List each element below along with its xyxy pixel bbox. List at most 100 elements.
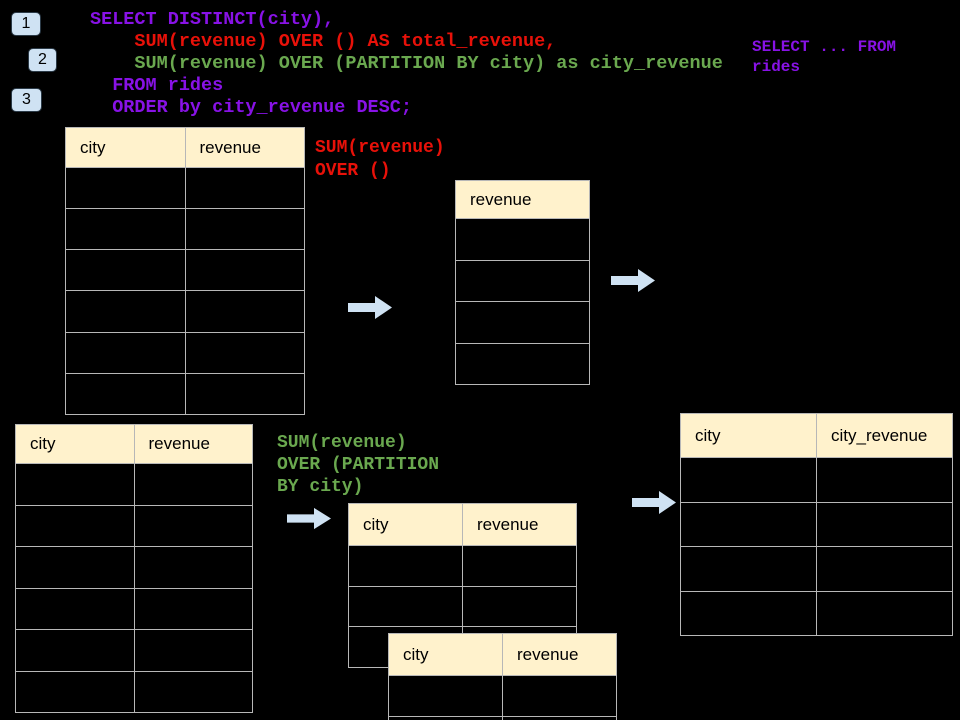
table-row bbox=[455, 301, 590, 344]
code-line: FROM rides bbox=[90, 75, 224, 96]
column-header: city bbox=[65, 127, 186, 168]
empty-cell bbox=[816, 546, 953, 592]
empty-cell bbox=[133, 587, 253, 630]
table-row bbox=[348, 585, 577, 628]
empty-cell bbox=[65, 249, 186, 292]
table-row bbox=[15, 629, 253, 672]
empty-cell bbox=[455, 301, 590, 344]
empty-cell bbox=[455, 342, 590, 385]
column-header: revenue bbox=[462, 503, 577, 546]
table-row bbox=[65, 331, 305, 374]
column-header: revenue bbox=[133, 424, 253, 464]
column-header: city bbox=[348, 503, 463, 546]
empty-cell bbox=[184, 249, 305, 292]
empty-cell bbox=[65, 372, 186, 416]
table-row bbox=[348, 545, 577, 587]
empty-cell bbox=[680, 501, 817, 547]
empty-cell bbox=[65, 208, 186, 251]
table-row bbox=[455, 342, 590, 385]
empty-cell bbox=[133, 546, 253, 589]
table-header-row: revenue bbox=[455, 180, 590, 219]
empty-cell bbox=[388, 675, 503, 717]
empty-cell bbox=[502, 675, 617, 717]
table-row bbox=[455, 259, 590, 302]
table-row bbox=[680, 501, 953, 547]
empty-cell bbox=[133, 504, 253, 547]
table-row bbox=[680, 590, 953, 636]
label-line: OVER (PARTITION bbox=[277, 455, 440, 475]
empty-cell bbox=[816, 590, 953, 636]
table-row bbox=[15, 587, 253, 630]
code-line: SUM(revenue) OVER (PARTITION BY city) as… bbox=[90, 53, 723, 74]
empty-cell bbox=[15, 504, 135, 547]
empty-cell bbox=[462, 585, 577, 628]
column-header: revenue bbox=[502, 633, 617, 676]
empty-cell bbox=[502, 715, 617, 720]
arrow-right-icon bbox=[287, 507, 332, 530]
code-line: SELECT DISTINCT(city), bbox=[90, 9, 335, 30]
table-row bbox=[455, 218, 590, 261]
column-header: city bbox=[388, 633, 503, 676]
column-header: city bbox=[680, 413, 817, 458]
empty-cell bbox=[462, 545, 577, 587]
table-row bbox=[680, 546, 953, 592]
empty-cell bbox=[455, 218, 590, 261]
column-header: city_revenue bbox=[816, 413, 953, 458]
arrow-right-icon bbox=[348, 295, 393, 320]
table-row bbox=[15, 463, 253, 506]
step-badge-3: 3 bbox=[11, 88, 42, 112]
step-badge-1: 1 bbox=[11, 12, 41, 36]
column-header: revenue bbox=[184, 127, 305, 168]
empty-cell bbox=[680, 590, 817, 636]
table-row bbox=[680, 457, 953, 503]
label-line: SUM(revenue) bbox=[277, 433, 407, 453]
empty-cell bbox=[184, 290, 305, 333]
empty-cell bbox=[133, 670, 253, 713]
step-badge-1-label: 1 bbox=[21, 15, 31, 32]
annotation-total-revenue: SUM(revenue)OVER () bbox=[315, 137, 445, 183]
empty-cell bbox=[680, 546, 817, 592]
empty-cell bbox=[455, 259, 590, 302]
side-note-select-from-rides: SELECT ... FROM rides bbox=[752, 37, 896, 77]
empty-cell bbox=[816, 501, 953, 547]
empty-cell bbox=[348, 585, 463, 628]
empty-cell bbox=[680, 457, 817, 503]
empty-cell bbox=[184, 372, 305, 416]
label-line: BY city) bbox=[277, 477, 364, 497]
column-header: revenue bbox=[455, 180, 590, 219]
table-row bbox=[388, 715, 617, 720]
empty-cell bbox=[388, 715, 503, 720]
label-line: rides bbox=[752, 58, 801, 76]
table-row bbox=[65, 290, 305, 333]
table-row bbox=[65, 372, 305, 416]
table-row bbox=[65, 249, 305, 292]
empty-cell bbox=[15, 546, 135, 589]
label-line: SELECT ... FROM bbox=[752, 38, 897, 56]
table-row bbox=[15, 546, 253, 589]
step-badge-2: 2 bbox=[28, 48, 57, 72]
empty-cell bbox=[348, 545, 463, 587]
empty-cell bbox=[133, 629, 253, 672]
code-line: ORDER by city_revenue DESC; bbox=[90, 97, 412, 118]
empty-cell bbox=[133, 463, 253, 506]
empty-cell bbox=[15, 463, 135, 506]
empty-cell bbox=[65, 290, 186, 333]
table-total-revenue: revenue bbox=[455, 180, 590, 385]
code-line: SUM(revenue) OVER () AS total_revenue, bbox=[90, 31, 557, 52]
empty-cell bbox=[15, 629, 135, 672]
table-row bbox=[15, 504, 253, 547]
empty-cell bbox=[65, 166, 186, 210]
empty-cell bbox=[184, 166, 305, 210]
empty-cell bbox=[15, 587, 135, 630]
step-badge-2-label: 2 bbox=[38, 51, 47, 68]
label-line: OVER () bbox=[315, 161, 391, 181]
